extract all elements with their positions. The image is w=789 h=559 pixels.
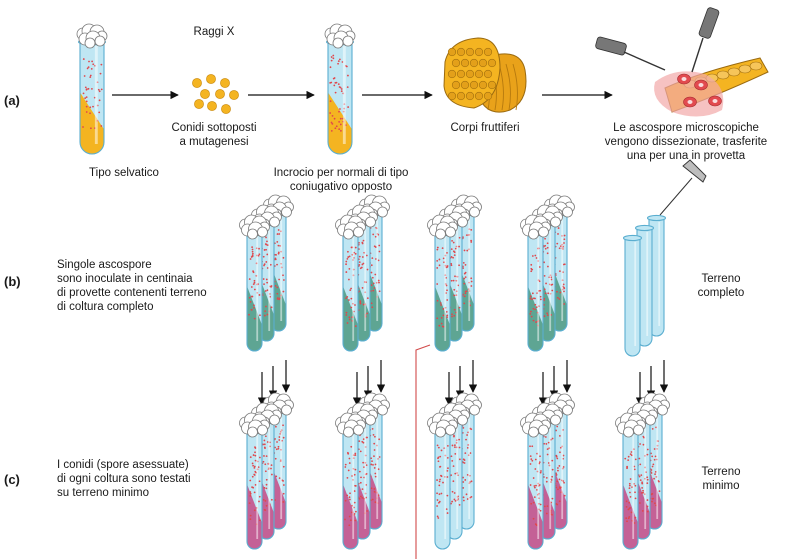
wild-type-label: Tipo selvatico: [89, 167, 159, 179]
ascospores-label-line3: una per una in provetta: [626, 150, 746, 162]
test-tube-icon: [451, 194, 482, 332]
test-tube-icon: [427, 412, 458, 550]
arrows-layer: [112, 90, 669, 406]
step-b-desc-line4: di coltura completo: [57, 301, 154, 313]
cross-label-line1: Incrocio per normali di tipo: [273, 167, 409, 179]
ascospores-label-line2: vengono dissezionate, trasferite: [604, 136, 768, 148]
test-tube-icon: [627, 402, 658, 540]
conidia-dots-icon: [192, 74, 239, 114]
pipette-icon: [659, 159, 707, 216]
test-tube-icon: [335, 214, 366, 352]
row-label-c: (c): [4, 472, 20, 487]
test-tube-icon: [239, 412, 270, 550]
step-b-desc-line3: di provette contenenti terreno: [57, 287, 207, 299]
step-b-desc-line1: Singole ascospore: [57, 259, 152, 271]
test-tube-icon: [520, 412, 551, 550]
test-tube-icon: [439, 402, 470, 540]
test-tube-icon: [622, 234, 643, 357]
microscope-dissection-icon: [654, 57, 769, 117]
step-c-desc-line1: I conidi (spore asessuate): [57, 459, 189, 471]
complete-medium-label-line2: completo: [697, 287, 745, 299]
step-b-desc-line2: sono inoculate in centinaia: [57, 273, 193, 285]
minimal-medium-label-line1: Terreno: [701, 466, 741, 478]
xray-label: Raggi X: [193, 26, 235, 38]
test-tube-icon: [76, 23, 108, 155]
fruiting-body-icon: [443, 37, 527, 113]
test-tube-icon: [324, 23, 356, 155]
illustrations-layer: [76, 7, 769, 559]
row-label-b: (b): [4, 274, 21, 289]
test-tube-icon: [335, 412, 366, 550]
test-tube-icon: [427, 214, 458, 352]
test-tube-icon: [263, 392, 294, 530]
minimal-medium-label-line2: minimo: [702, 480, 740, 492]
needle-icon: [595, 7, 720, 73]
conidia-label-line1: Conidi sottoposti: [171, 122, 257, 134]
conidia-label-line2: a mutagenesi: [179, 136, 249, 148]
test-tube-icon: [634, 224, 655, 347]
step-c-desc-line3: su terreno minimo: [57, 487, 150, 499]
test-tube-icon: [239, 214, 270, 352]
fruiting-bodies-label: Corpi fruttiferi: [450, 122, 520, 134]
test-tube-icon: [520, 214, 551, 352]
cross-label-line2: coniugativo opposto: [289, 181, 393, 193]
complete-medium-label-line1: Terreno: [701, 273, 741, 285]
step-c-desc-line2: di ogni coltura sono testati: [57, 473, 191, 485]
row-label-a: (a): [4, 93, 20, 108]
ascospores-label-line1: Le ascospore microscopiche: [613, 122, 759, 134]
test-tube-icon: [615, 412, 646, 550]
